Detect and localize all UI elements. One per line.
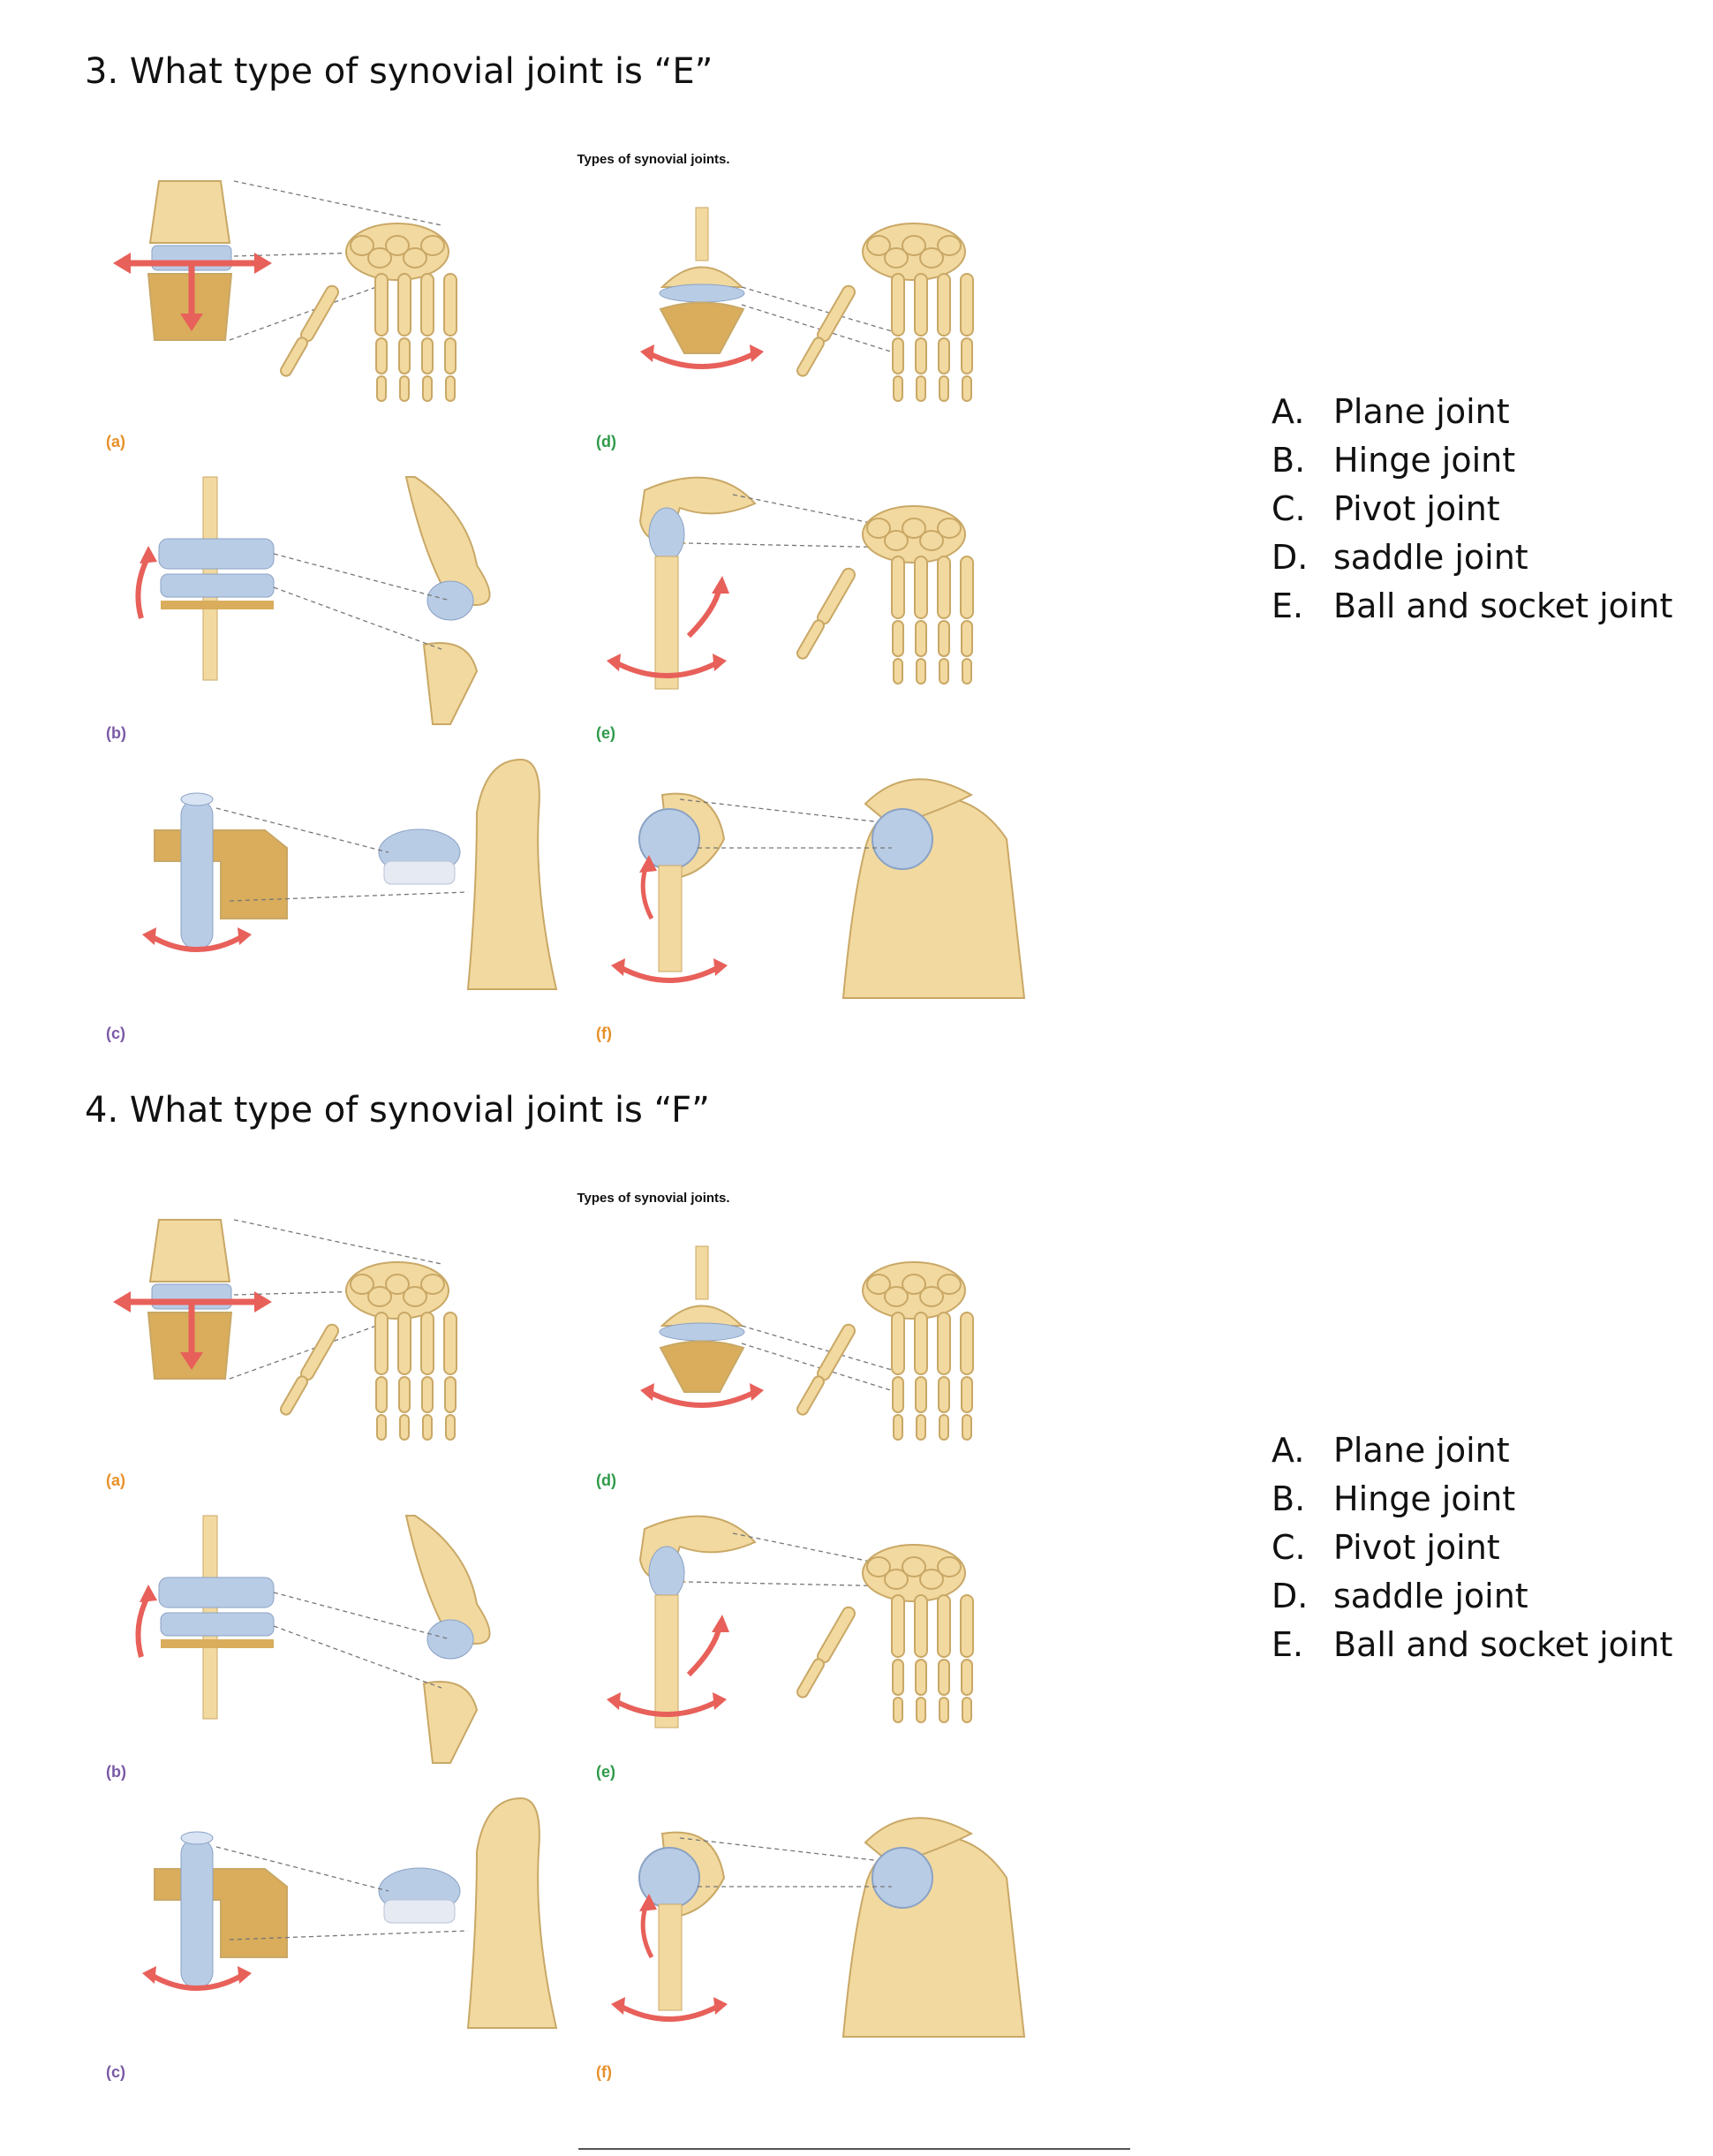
panel-label-e: (e)	[596, 724, 615, 742]
question-title: 4. What type of synovial joint is “F”	[85, 1090, 710, 1131]
figure-title: Types of synovial joints.	[577, 1191, 730, 1206]
option-b[interactable]: B.Hinge joint	[1272, 440, 1516, 480]
panel-label-e: (e)	[596, 1763, 615, 1781]
question-title: 3. What type of synovial joint is “E”	[85, 51, 713, 92]
panel-label-a: (a)	[106, 433, 125, 450]
panel-label-b: (b)	[106, 724, 126, 742]
answer-options: A.Plane joint B.Hinge joint C.Pivot join…	[1272, 1426, 1672, 1668]
panel-label-c: (c)	[106, 1025, 125, 1042]
option-d[interactable]: D.saddle joint	[1272, 1576, 1528, 1615]
panel-label-d: (d)	[596, 433, 616, 450]
panel-label-f: (f)	[596, 1025, 612, 1042]
option-a[interactable]: A.Plane joint	[1272, 1430, 1510, 1470]
option-b[interactable]: B.Hinge joint	[1272, 1479, 1516, 1518]
figure-title: Types of synovial joints.	[577, 152, 730, 167]
synovial-joints-figure: Types of synovial joints. (a) (d) (b) (e…	[97, 141, 1033, 1042]
option-e[interactable]: E.Ball and socket joint	[1272, 586, 1673, 625]
option-c[interactable]: C.Pivot joint	[1272, 1527, 1500, 1567]
question-block: 4. What type of synovial joint is “F” Ty…	[0, 1039, 1713, 2081]
option-c[interactable]: C.Pivot joint	[1272, 488, 1500, 528]
option-e[interactable]: E.Ball and socket joint	[1272, 1624, 1673, 1664]
panel-label-b: (b)	[106, 1763, 126, 1781]
option-a[interactable]: A.Plane joint	[1272, 391, 1510, 431]
figure-illustration	[113, 1219, 1026, 2038]
panel-label-f: (f)	[596, 2063, 612, 2081]
answer-options: A.Plane joint B.Hinge joint C.Pivot join…	[1272, 387, 1672, 630]
figure-illustration	[113, 180, 1026, 999]
panel-label-d: (d)	[596, 1471, 616, 1489]
question-block: 3. What type of synovial joint is “E” Ty…	[0, 0, 1713, 1042]
synovial-joints-figure: Types of synovial joints. (a) (d) (b) (e…	[97, 1180, 1033, 2081]
bottom-rule	[578, 2148, 1130, 2150]
panel-label-a: (a)	[106, 1471, 125, 1489]
panel-label-c: (c)	[106, 2063, 125, 2081]
option-d[interactable]: D.saddle joint	[1272, 537, 1528, 577]
